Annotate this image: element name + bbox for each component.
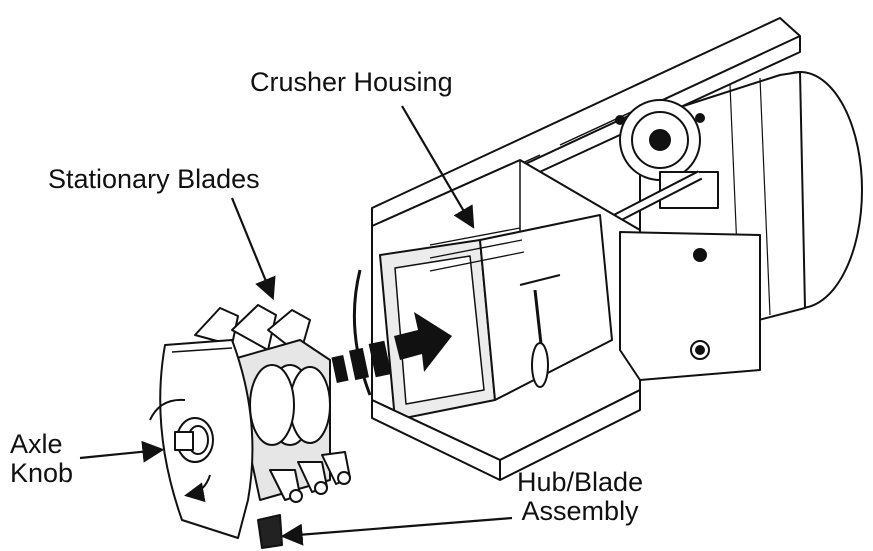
leader-axle-knob: [80, 450, 160, 458]
label-hub-blade-line1: Hub/Blade: [517, 468, 643, 497]
side-flange-plate: [620, 232, 760, 380]
leader-stationary-blades: [232, 198, 272, 296]
label-stationary-blades: Stationary Blades: [48, 165, 260, 194]
label-axle-knob-line1: Axle: [10, 430, 73, 459]
hub-blade-assembly: [150, 305, 350, 548]
leader-hub-blade-assembly: [285, 518, 512, 536]
label-hub-blade-assembly: Hub/Blade Assembly: [517, 468, 643, 526]
label-crusher-housing: Crusher Housing: [250, 68, 453, 97]
label-axle-knob-line2: Knob: [10, 459, 73, 488]
label-axle-knob: Axle Knob: [10, 430, 73, 488]
label-hub-blade-line2: Assembly: [517, 497, 643, 526]
stationary-blade-2: [232, 305, 276, 350]
